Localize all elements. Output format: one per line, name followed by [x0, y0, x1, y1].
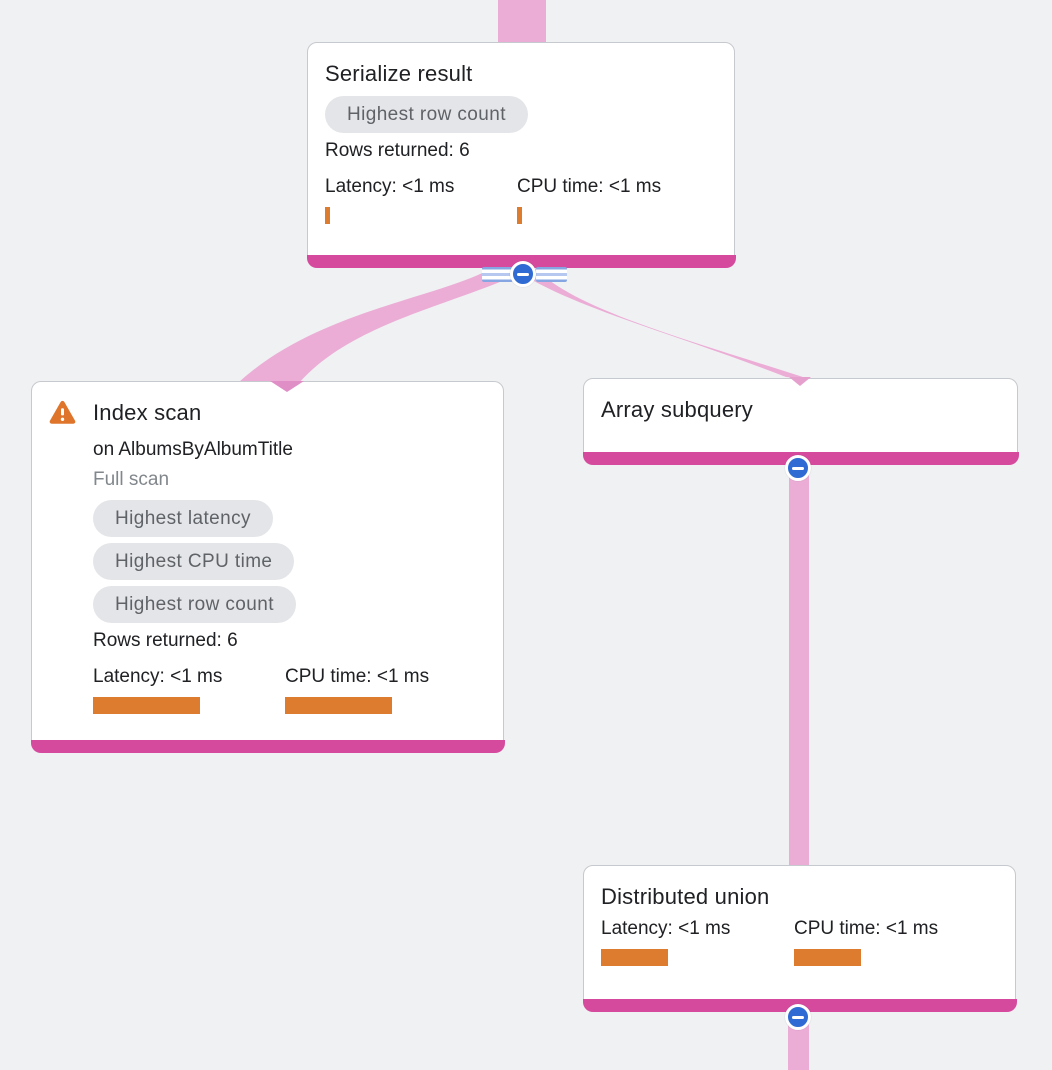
- index-target-text: on AlbumsByAlbumTitle: [93, 439, 293, 460]
- node-serialize-result[interactable]: Serialize result Highest row count Rows …: [306, 42, 736, 268]
- node-title: Serialize result: [325, 61, 473, 86]
- rows-returned-text: Rows returned: 6: [93, 630, 238, 651]
- node-index-scan[interactable]: Index scan on AlbumsByAlbumTitle Full sc…: [30, 381, 505, 753]
- node-distributed-union[interactable]: Distributed union Latency: <1 ms CPU tim…: [582, 865, 1017, 1012]
- minus-icon: [792, 1015, 804, 1019]
- edge-serialize-to-index-scan: [238, 263, 541, 383]
- node-title: Array subquery: [601, 397, 753, 422]
- badge-highest-cpu-time: Highest CPU time: [93, 543, 295, 580]
- collapse-decoration-lines-right: [536, 267, 567, 282]
- collapse-button-array-subquery[interactable]: [785, 455, 811, 481]
- cpu-time-label: CPU time: <1 ms: [517, 176, 662, 197]
- latency-bar: [601, 949, 668, 966]
- latency-label: Latency: <1 ms: [93, 666, 223, 687]
- node-title: Distributed union: [601, 884, 770, 909]
- node-title: Index scan: [93, 400, 202, 425]
- cpu-time-label: CPU time: <1 ms: [285, 666, 430, 687]
- edge-into-serialize-result: [498, 0, 546, 46]
- cpu-time-bar: [517, 207, 522, 224]
- collapse-button-distributed-union[interactable]: [785, 1004, 811, 1030]
- edge-array-subquery-to-distributed-union: [789, 460, 809, 866]
- latency-label: Latency: <1 ms: [325, 176, 455, 197]
- cpu-time-bar: [285, 697, 392, 714]
- minus-icon: [517, 272, 529, 276]
- node-accent-bar: [30, 739, 505, 753]
- badge-highest-latency: Highest latency: [93, 500, 273, 537]
- collapse-decoration-lines-left: [482, 267, 513, 282]
- latency-label: Latency: <1 ms: [601, 918, 731, 939]
- collapse-button-serialize-result[interactable]: [510, 261, 536, 287]
- badge-highest-row-count: Highest row count: [93, 586, 296, 623]
- latency-bar: [93, 697, 200, 714]
- rows-returned-text: Rows returned: 6: [325, 140, 470, 161]
- badge-highest-row-count: Highest row count: [325, 96, 528, 133]
- node-array-subquery[interactable]: Array subquery: [582, 378, 1019, 465]
- latency-bar: [325, 207, 330, 224]
- minus-icon: [792, 466, 804, 470]
- full-scan-text: Full scan: [93, 469, 170, 490]
- cpu-time-bar: [794, 949, 861, 966]
- cpu-time-label: CPU time: <1 ms: [794, 918, 939, 939]
- warning-icon: [49, 397, 93, 714]
